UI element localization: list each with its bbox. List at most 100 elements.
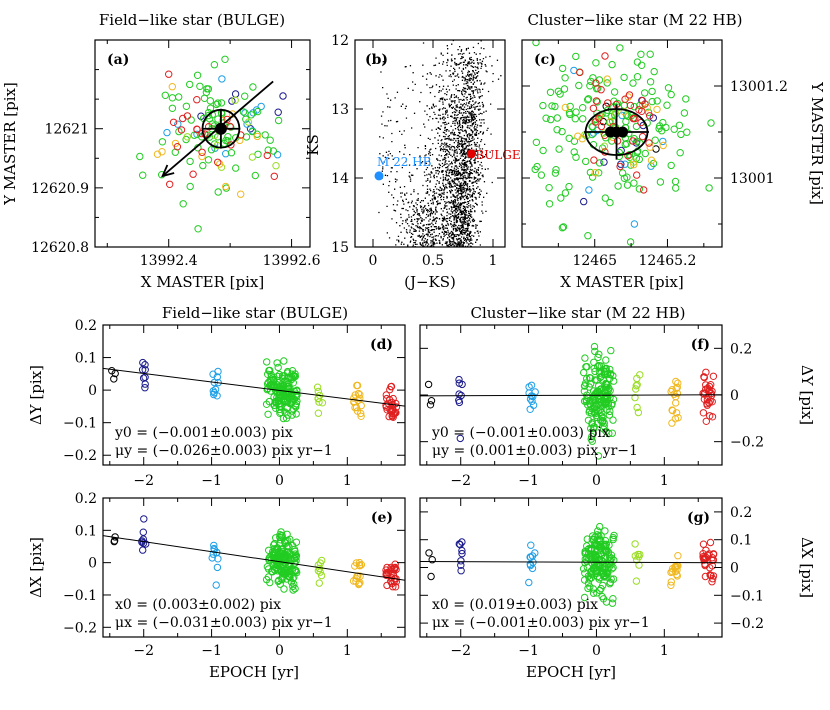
x-tick-label: −1 — [201, 473, 222, 489]
data-point — [253, 132, 261, 141]
panel-label: (c) — [534, 52, 556, 68]
data-point — [572, 153, 580, 161]
data-point — [239, 108, 248, 116]
data-point — [291, 370, 299, 378]
data-point — [190, 131, 199, 139]
data-point — [584, 232, 592, 240]
data-point — [264, 146, 272, 154]
data-point — [602, 547, 610, 556]
data-point — [214, 158, 222, 167]
data-point — [285, 380, 293, 388]
data-point — [596, 522, 604, 531]
data-point — [556, 90, 564, 98]
data-point — [529, 401, 538, 409]
data-point — [682, 95, 690, 103]
data-point — [608, 599, 617, 607]
data-point — [667, 161, 675, 170]
y-tick-label: −0.2 — [63, 448, 97, 464]
data-point — [351, 403, 359, 412]
data-point — [623, 173, 631, 181]
data-point — [545, 200, 554, 208]
data-point — [601, 572, 609, 580]
data-point — [216, 160, 224, 168]
data-point — [674, 379, 682, 387]
data-point — [289, 372, 298, 380]
data-point — [316, 559, 324, 567]
data-point — [565, 134, 573, 143]
data-point — [663, 101, 671, 109]
data-point — [213, 373, 222, 381]
data-point — [141, 380, 149, 388]
y-tick-label: 0.1 — [730, 533, 752, 549]
m22-hb-label: M 22 HB — [377, 155, 432, 169]
data-point — [606, 198, 614, 207]
data-point — [591, 552, 599, 560]
data-point — [561, 74, 569, 82]
data-point — [590, 156, 598, 164]
data-point — [204, 85, 213, 93]
data-point — [561, 103, 569, 112]
data-point — [603, 79, 611, 87]
data-point — [602, 356, 610, 364]
bulge-label: BULGE — [475, 148, 520, 162]
data-point — [629, 158, 638, 166]
data-point — [269, 147, 278, 155]
data-point — [598, 144, 607, 152]
data-point — [597, 122, 606, 131]
data-point — [551, 169, 560, 177]
data-point — [279, 414, 288, 423]
panel-label: (d) — [370, 337, 393, 353]
data-point — [207, 146, 216, 154]
data-point — [266, 136, 274, 144]
data-point — [700, 554, 709, 562]
data-point — [210, 60, 219, 69]
data-point — [706, 571, 714, 579]
data-point — [672, 399, 680, 407]
data-point — [651, 136, 659, 144]
data-point — [601, 32, 607, 38]
data-point — [588, 567, 596, 575]
data-point — [210, 541, 218, 550]
data-point — [633, 171, 641, 179]
y-tick-label: 15 — [331, 240, 349, 256]
data-point — [576, 68, 584, 77]
data-point — [270, 172, 278, 181]
data-point — [261, 131, 269, 139]
data-point — [622, 117, 630, 126]
data-point — [672, 377, 680, 386]
data-point — [231, 90, 240, 98]
data-point — [552, 166, 560, 174]
data-point — [283, 554, 291, 563]
data-point — [649, 114, 657, 122]
x-axis-label: X MASTER [pix] — [560, 273, 684, 291]
annotation-line: x0 = (0.003±0.002) pix — [115, 597, 281, 613]
data-point — [110, 537, 118, 546]
y-tick-label: −0.2 — [63, 620, 97, 636]
data-point — [285, 543, 293, 551]
data-point — [212, 100, 221, 109]
data-point — [289, 394, 298, 403]
data-point — [168, 83, 177, 91]
x-tick-label: 0.5 — [422, 253, 444, 269]
points-e — [110, 515, 400, 594]
data-point — [598, 387, 606, 395]
y-axis-label: ΔY [pix] — [798, 365, 816, 425]
data-point — [608, 137, 616, 145]
data-point — [268, 568, 277, 576]
y-tick-label: 12620.9 — [31, 181, 89, 197]
data-point — [601, 537, 610, 545]
y-tick-label: −0.1 — [730, 588, 764, 604]
data-point — [591, 392, 599, 400]
data-point — [605, 411, 614, 419]
data-point — [537, 171, 546, 179]
x-tick-label: 1 — [660, 473, 669, 489]
data-point — [578, 135, 586, 143]
frame-d — [102, 324, 406, 466]
data-point — [670, 125, 678, 133]
data-point — [428, 556, 436, 564]
data-point — [579, 115, 587, 123]
data-point — [280, 538, 289, 546]
data-point — [357, 409, 365, 418]
data-point — [565, 182, 573, 191]
